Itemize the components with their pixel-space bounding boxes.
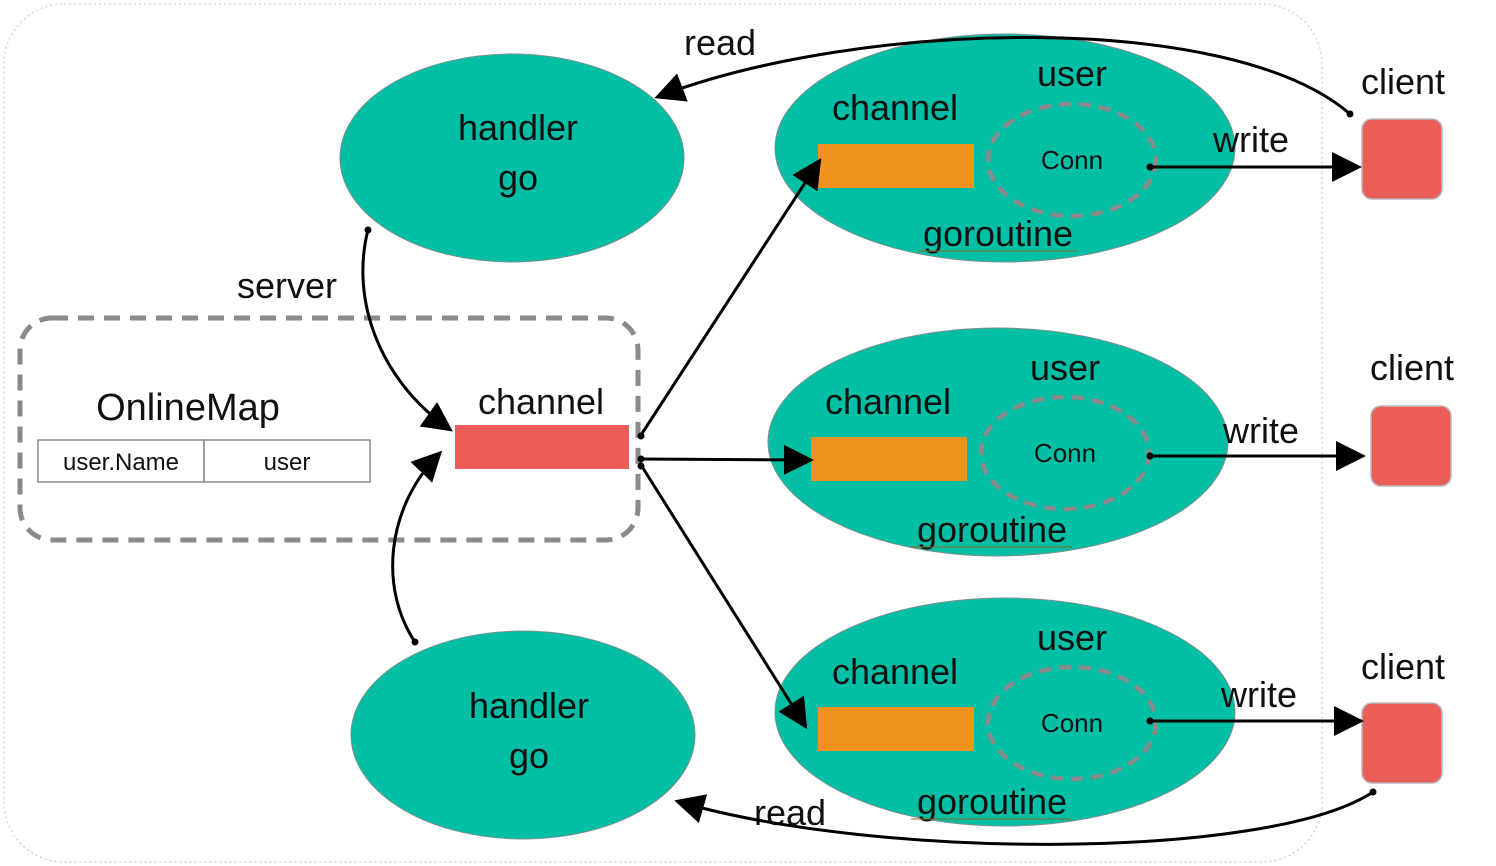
user-channel-queue: [818, 144, 974, 188]
goroutine-label: goroutine: [923, 213, 1073, 254]
map-key-cell: [37, 439, 205, 483]
client-box: [1361, 702, 1443, 784]
user-channel-label: channel: [825, 381, 951, 422]
online-map: OnlineMap user.Name user: [17, 315, 641, 543]
server-channel: channel: [455, 381, 629, 469]
arrow-server-top: [361, 229, 453, 432]
user-label: user: [1030, 347, 1100, 388]
client-label: client: [1361, 646, 1445, 687]
client-label: client: [1361, 61, 1445, 102]
client-1: client: [1361, 61, 1445, 200]
client-3: client: [1361, 646, 1445, 784]
user-goroutine-1: user channel Conn goroutine: [774, 33, 1236, 263]
user-goroutine-3: user channel Conn goroutine: [774, 597, 1236, 827]
conn-label: Conn: [1041, 708, 1103, 738]
conn-dashed-ellipse: [985, 101, 1159, 219]
arrow-to-user-3: [639, 464, 808, 730]
client-box: [1370, 405, 1452, 487]
goroutine-label: goroutine: [917, 781, 1067, 822]
outer-frame: [3, 3, 1323, 863]
conn-label: Conn: [1041, 145, 1103, 175]
dot: [1346, 110, 1354, 118]
server-label: server: [237, 265, 337, 306]
handler-go-label: go: [509, 735, 549, 776]
server-channel-label: channel: [478, 381, 604, 422]
dot: [637, 432, 645, 440]
dot: [637, 455, 645, 463]
dot: [1146, 717, 1154, 725]
arrow-read-top: [654, 36, 1351, 116]
handler-go-bottom: handler go: [350, 630, 696, 840]
arrow-to-user-2: [640, 444, 814, 475]
handler-go-label: go: [498, 157, 538, 198]
conn-dashed-ellipse: [985, 664, 1159, 782]
client-2: client: [1370, 347, 1454, 487]
dot: [1146, 452, 1154, 460]
user-goroutine-2: user channel Conn goroutine: [767, 327, 1229, 557]
arrow-read-bottom: [674, 790, 1374, 846]
dot: [1369, 788, 1377, 796]
handler-label: handler: [469, 685, 589, 726]
user-channel-queue: [811, 437, 967, 481]
online-map-border: [17, 315, 641, 543]
arrows: [361, 36, 1374, 846]
map-value-cell: [203, 439, 371, 483]
client-box: [1361, 118, 1443, 200]
write-label-3: write: [1220, 674, 1297, 715]
user-channel-label: channel: [832, 87, 958, 128]
handler-label: handler: [458, 107, 578, 148]
user-channel-queue: [818, 707, 974, 751]
write-label-1: write: [1212, 119, 1289, 160]
user-label: user: [1037, 617, 1107, 658]
dot: [1146, 163, 1154, 171]
handler-ellipse: [350, 630, 696, 840]
server-channel-queue: [455, 425, 629, 469]
online-map-title: OnlineMap: [96, 387, 280, 429]
arrow-to-user-1: [639, 157, 822, 436]
dot: [637, 462, 645, 470]
arrow-origin-dots: [364, 110, 1377, 796]
user-channel-label: channel: [832, 651, 958, 692]
handler-go-top: handler go: [339, 53, 685, 263]
client-label: client: [1370, 347, 1454, 388]
user-label: user: [1037, 53, 1107, 94]
map-value-label: user: [264, 449, 311, 476]
handler-ellipse: [339, 53, 685, 263]
conn-label: Conn: [1034, 438, 1096, 468]
map-key-label: user.Name: [63, 449, 179, 476]
read-label-top: read: [684, 22, 756, 63]
dot: [364, 226, 372, 234]
goroutine-label: goroutine: [917, 509, 1067, 550]
arrow-server-bottom: [391, 450, 443, 643]
write-label-2: write: [1222, 410, 1299, 451]
dot: [411, 638, 419, 646]
